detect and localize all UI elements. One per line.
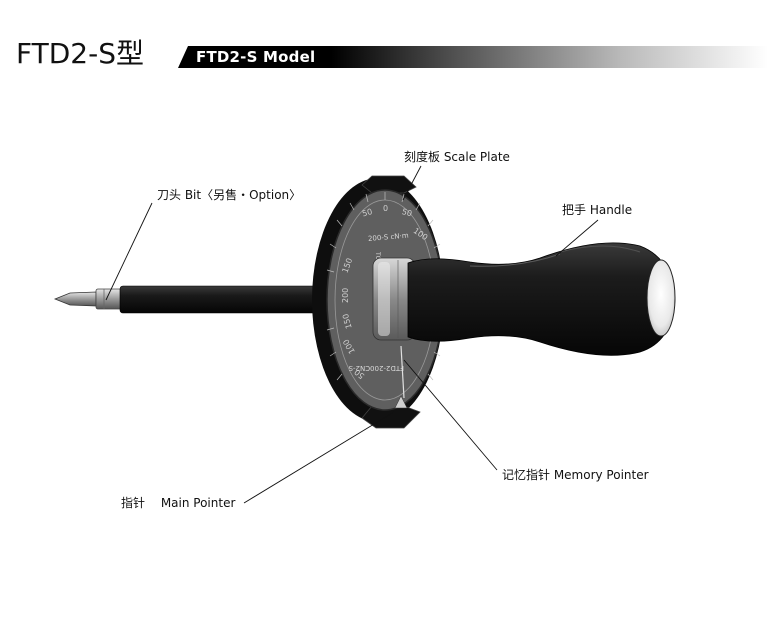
handle-cap [646,259,676,337]
model-banner: FTD2-S Model [178,46,768,68]
label-handle: 把手 Handle [562,203,633,217]
main-pointer-needle [394,395,408,409]
leader-line-handle [555,219,599,257]
collar [372,257,416,341]
dial-number: 150 [341,313,354,330]
dial-model-mark: 200-S cN·m [368,231,409,243]
shaft [119,285,341,314]
dial-number: 0 [383,204,388,213]
leader-line-main-pointer [243,411,395,504]
label-scale-plate: 刻度板 Scale Plate [404,150,510,164]
leader-line-scale-plate [402,165,422,201]
banner-title: FTD2-S Model [196,48,316,66]
dial-number: 50 [401,207,413,218]
dial-engraving: FTD2-200CN2-S [348,364,404,372]
label-bit: 刀头 Bit〈另售・Option〉 [157,188,302,202]
dial-number: 200 [341,288,350,303]
label-main-pointer: 指针 Main Pointer [121,496,236,510]
handle [407,242,676,356]
dial-number: 50 [361,207,373,218]
leader-line-bit [105,202,153,301]
page-title: FTD2-S型 [16,37,144,70]
memory-pointer-needle [400,345,405,399]
leader-line-memory-pointer [403,359,498,471]
bit [53,288,123,310]
label-memory-pointer: 记忆指针 Memory Pointer [502,468,649,482]
